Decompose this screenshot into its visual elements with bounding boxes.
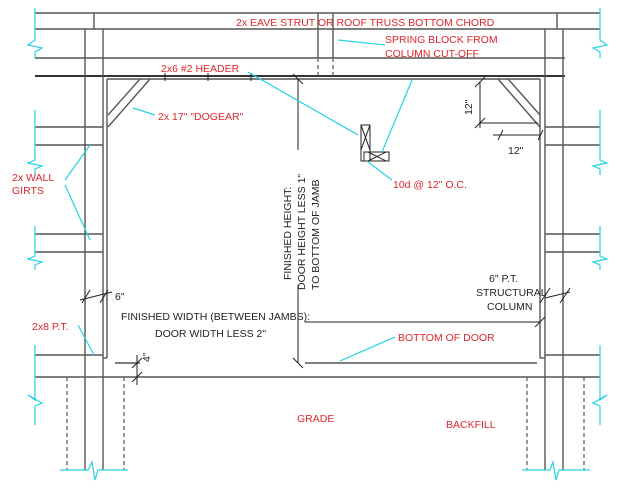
break-symbols — [26, 8, 609, 481]
dogear-label: 2x 17" "DOGEAR" — [158, 111, 244, 123]
dimension-lines — [79, 73, 571, 385]
wall-girts-label-1: 2x WALL — [12, 172, 54, 184]
spring-block-label-1: SPRING BLOCK FROM — [385, 34, 498, 46]
spring-block-label-2: COLUMN CUT-OFF — [385, 48, 479, 60]
column-label-3: COLUMN — [487, 301, 533, 313]
spring-block — [317, 13, 334, 76]
dim-12-vertical: 12" — [463, 99, 475, 115]
header — [35, 57, 565, 81]
slab — [35, 362, 600, 470]
wall-girts — [35, 126, 600, 356]
backfill-label: BACKFILL — [446, 419, 496, 431]
dim-6-left: 6" — [115, 291, 125, 303]
finished-height-label-1: FINISHED HEIGHT: — [282, 187, 294, 280]
dogear-left — [107, 78, 151, 128]
leader-arrows — [64, 39, 413, 362]
dogear-right — [497, 78, 541, 128]
grade-label: GRADE — [297, 413, 334, 425]
nailing-label: 10d @ 12" O.C. — [393, 179, 467, 191]
column-label-1: 6" P.T. — [489, 273, 518, 285]
finished-width-label-1: FINISHED WIDTH (BETWEEN JAMBS): — [121, 311, 310, 323]
bottom-of-door-label: BOTTOM OF DOOR — [398, 332, 495, 344]
wall-girts-label-2: GIRTS — [12, 185, 44, 197]
dim-12-horizontal: 12" — [508, 145, 524, 157]
splash-plank-label: 2x8 P.T. — [32, 321, 69, 333]
right-column — [539, 29, 564, 470]
dim-4: 4" — [141, 352, 153, 362]
finished-width-label-2: DOOR WIDTH LESS 2" — [155, 328, 266, 340]
header-label: 2x6 #2 HEADER — [161, 63, 240, 75]
eave-strut-label: 2x EAVE STRUT OR ROOF TRUSS BOTTOM CHORD — [236, 17, 495, 29]
finished-height-label-2: DOOR HEIGHT LESS 1" — [296, 174, 308, 290]
left-column — [84, 29, 108, 470]
nailing-detail — [360, 124, 390, 162]
column-label-2: STRUCTURAL — [476, 287, 547, 299]
finished-height-label-3: TO BOTTOM OF JAMB — [310, 180, 322, 290]
